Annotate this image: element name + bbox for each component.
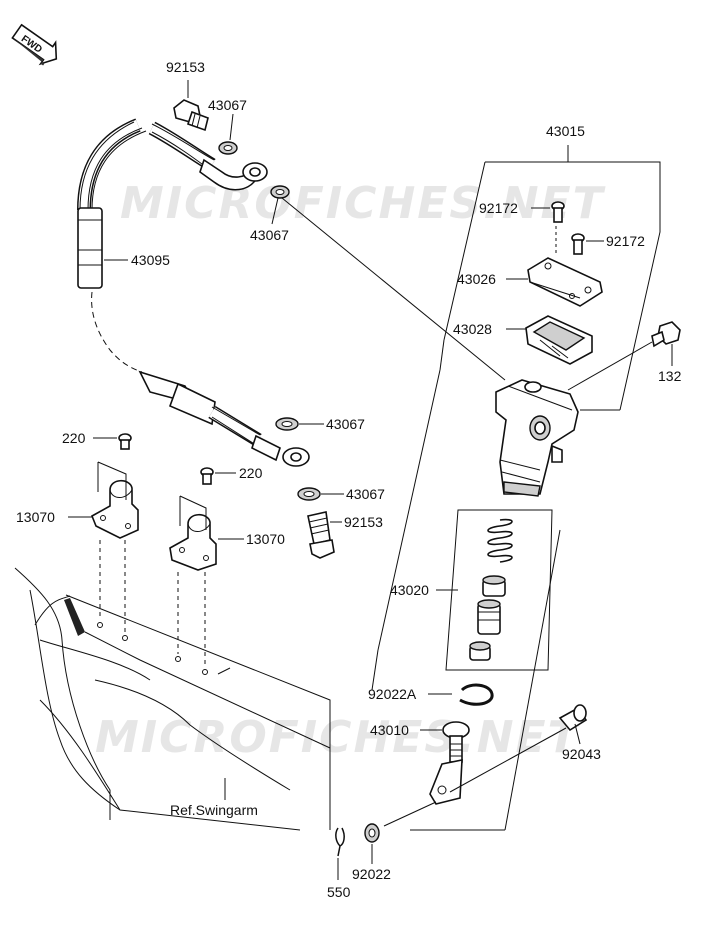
label-92153-lower: 92153 <box>344 514 383 530</box>
screw-220-a <box>118 433 132 450</box>
watermark-bottom: MICROFICHES.NET <box>95 712 581 763</box>
screw-220-b <box>200 467 214 485</box>
label-13070-b: 13070 <box>246 531 285 547</box>
pin-92043 <box>558 704 588 732</box>
assembly-43015-frame <box>371 161 661 831</box>
label-550: 550 <box>327 884 351 900</box>
brake-hose <box>77 118 310 467</box>
label-220-b: 220 <box>239 465 263 481</box>
ref-swingarm-label: Ref.Swingarm <box>170 802 258 818</box>
label-43067-b: 43067 <box>250 227 289 243</box>
cotter-pin-550 <box>335 827 345 857</box>
label-92043: 92043 <box>562 746 601 762</box>
label-43067-c: 43067 <box>326 416 365 432</box>
fwd-arrow-icon: FWD <box>11 23 58 66</box>
label-43067-a: 43067 <box>208 97 247 113</box>
label-92153-top: 92153 <box>166 59 205 75</box>
label-43067-d: 43067 <box>346 486 385 502</box>
label-92172-b: 92172 <box>606 233 645 249</box>
bolt-132 <box>651 321 681 348</box>
banjo-bolt-top <box>173 99 209 132</box>
push-rod-43010 <box>429 721 470 805</box>
label-220-a: 220 <box>62 430 86 446</box>
piston-kit-frame <box>445 509 553 671</box>
label-43020: 43020 <box>390 582 429 598</box>
banjo-bolt-lower <box>307 511 335 559</box>
label-43095: 43095 <box>131 252 170 268</box>
washer-92022 <box>364 823 380 843</box>
label-92022A: 92022A <box>368 686 417 702</box>
swingarm-outline <box>14 567 331 831</box>
screw-92172-a <box>551 201 565 223</box>
hose-clamp-13070-b <box>169 513 217 571</box>
label-13070-a: 13070 <box>16 509 55 525</box>
label-132: 132 <box>658 368 682 384</box>
label-92172-a: 92172 <box>479 200 518 216</box>
label-43010: 43010 <box>370 722 409 738</box>
circlip-92022A <box>459 683 494 706</box>
screw-92172-b <box>571 233 585 255</box>
label-92022: 92022 <box>352 866 391 882</box>
watermark-top: MICROFICHES.NET <box>120 178 606 229</box>
reservoir-cap-43026 <box>527 257 603 307</box>
master-cylinder-body <box>495 379 579 497</box>
label-43015: 43015 <box>546 123 585 139</box>
hose-clamp-13070-a <box>90 479 139 539</box>
label-43028: 43028 <box>453 321 492 337</box>
diaphragm-43028 <box>525 315 593 365</box>
label-43026: 43026 <box>457 271 496 287</box>
piston-kit-43020 <box>469 518 513 661</box>
